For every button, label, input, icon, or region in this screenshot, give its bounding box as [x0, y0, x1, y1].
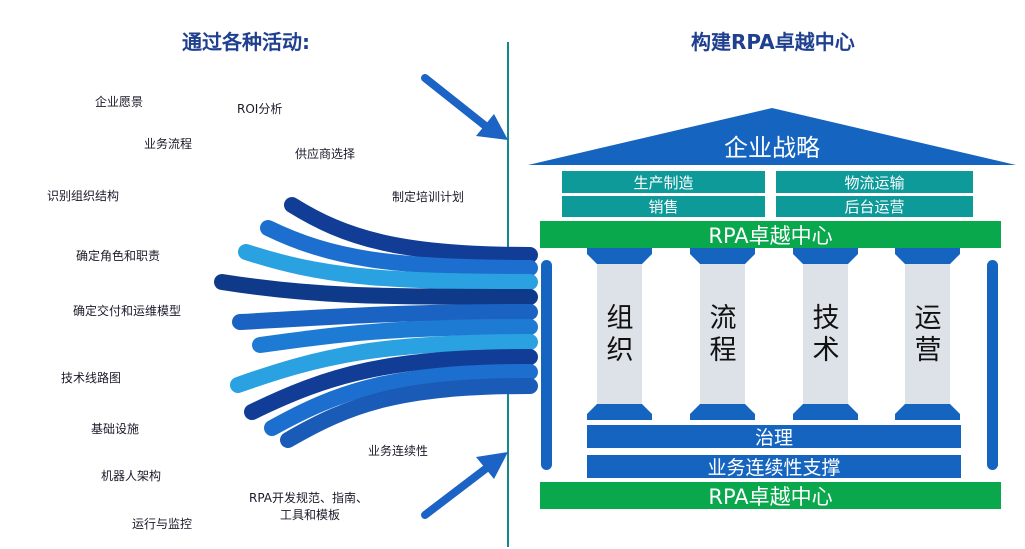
function-box: 销售	[562, 196, 765, 217]
activity-label: ROI分析	[237, 102, 283, 116]
activity-label: 技术线路图	[61, 371, 122, 385]
function-box: 物流运输	[776, 171, 973, 193]
activity-label: 基础设施	[91, 422, 140, 436]
activity-label: 运行与监控	[132, 517, 193, 531]
function-box: 后台运营	[776, 196, 973, 217]
pillar-technology	[803, 264, 848, 404]
pillar-label-line1: 运	[914, 303, 942, 334]
left-post	[541, 260, 552, 470]
activity-label: 制定培训计划	[392, 190, 465, 204]
coe-band-bottom: RPA卓越中心	[540, 482, 1001, 509]
pillar-label-line2: 术	[812, 335, 840, 366]
left-heading: 通过各种活动:	[182, 30, 310, 54]
function-box: 生产制造	[562, 171, 765, 193]
pillar-operations	[905, 264, 950, 404]
activity-label: 机器人架构	[101, 469, 162, 483]
activity-label: 供应商选择	[295, 147, 356, 161]
pillar-label-line2: 程	[709, 335, 737, 366]
activity-label: 企业愿景	[95, 95, 144, 109]
right-heading: 构建RPA卓越中心	[691, 30, 855, 54]
arrow-up-right-icon	[421, 452, 508, 519]
pillar-label: 运 营	[898, 303, 958, 367]
arrow-down-right-icon	[421, 74, 508, 140]
activity-label: RPA开发规范、指南、	[249, 491, 369, 505]
pillar-label-line1: 技	[812, 303, 840, 334]
coe-band-top: RPA卓越中心	[540, 221, 1001, 248]
activity-label: 确定交付和运维模型	[73, 304, 182, 318]
governance-bar: 治理	[587, 425, 961, 449]
roof-label-text: 企业战略	[724, 134, 820, 162]
pillar-process	[700, 264, 745, 404]
activity-label: 识别组织结构	[47, 189, 120, 203]
pillar-label-line2: 织	[606, 335, 634, 366]
pillar-label-line1: 流	[709, 303, 737, 334]
activity-label: 业务流程	[144, 137, 193, 151]
right-post	[987, 260, 998, 470]
activity-ribbons	[214, 197, 538, 448]
pillar-label-line1: 组	[606, 303, 634, 334]
activity-label: 工具和模板	[280, 508, 341, 522]
pillar-organization	[597, 264, 642, 404]
activity-label: 业务连续性	[368, 444, 429, 458]
pillar-label: 技 术	[796, 303, 856, 367]
pillar-label: 组 织	[590, 303, 650, 367]
continuity-bar: 业务连续性支撑	[587, 455, 961, 479]
activity-label: 确定角色和职责	[76, 249, 161, 263]
pillar-label-line2: 营	[914, 335, 942, 366]
pillar-label: 流 程	[693, 303, 753, 367]
